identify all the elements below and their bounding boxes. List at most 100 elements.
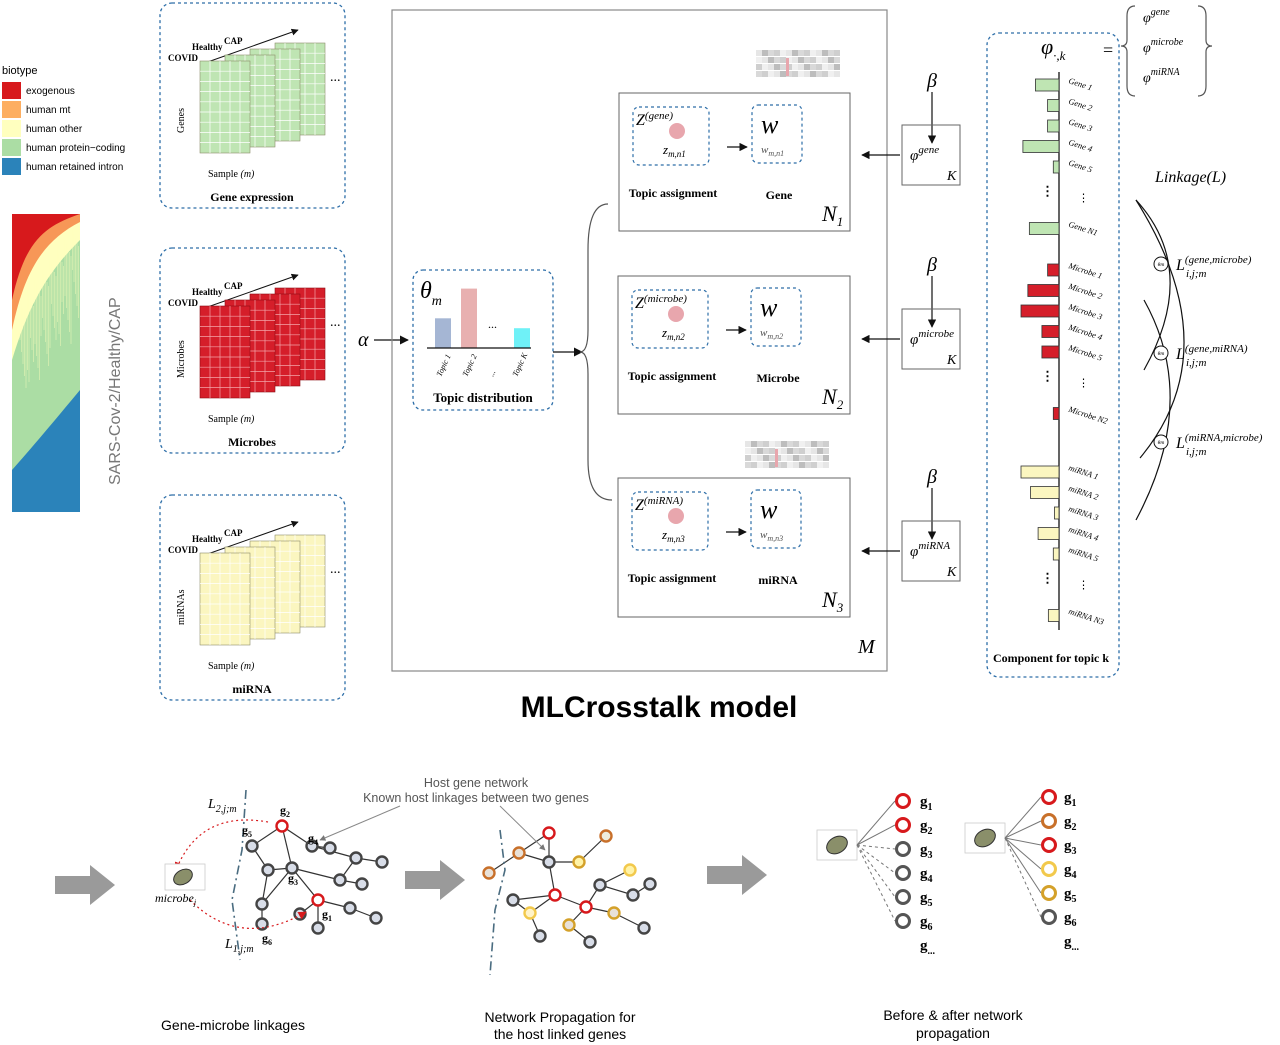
gene-label: g... — [1064, 934, 1080, 953]
network-node — [323, 841, 337, 855]
network-node — [305, 839, 319, 853]
phi-symbol: φmicrobe — [910, 328, 954, 348]
w-symbol: w — [761, 110, 779, 139]
beta-symbol: β — [926, 254, 937, 276]
component-bar-label: Gene N1 — [1067, 219, 1099, 238]
gene-label: g... — [920, 938, 936, 957]
topic-bar — [514, 328, 530, 348]
input-ellipsis: ... — [330, 315, 341, 330]
component-bar — [1052, 160, 1060, 174]
word-label: Microbe — [756, 371, 800, 385]
node-label: g1 — [322, 907, 332, 923]
linkage-title: Linkage(L) — [1154, 169, 1226, 186]
network-node — [643, 877, 657, 891]
gene-label: g2 — [1064, 814, 1077, 833]
component-bar-label: miRNA 1 — [1067, 462, 1099, 481]
caption-step2-line1: Network Propagation for — [485, 1009, 636, 1025]
gene-node — [895, 817, 911, 833]
step-arrow — [55, 865, 115, 905]
plate-N-label: N3 — [821, 587, 844, 615]
theta-circle — [1153, 256, 1169, 272]
z-node — [668, 508, 684, 524]
caption-step3-line1: Before & after network — [883, 1007, 1023, 1023]
input-ellipsis: ... — [330, 562, 341, 577]
K-label: K — [946, 169, 957, 184]
gene-label: g3 — [920, 842, 933, 861]
component-bar-label: Microbe 2 — [1066, 281, 1104, 302]
theta-circle-label: θm — [1158, 440, 1165, 446]
microbe-icon — [826, 835, 848, 855]
L1-label: L1,j;m — [224, 937, 254, 955]
network-node — [349, 851, 363, 865]
component-bar-label: Microbe 4 — [1066, 322, 1104, 343]
gene-list-after: g1g2g3g4g5g6g... — [964, 789, 1080, 953]
component-bar — [1052, 547, 1060, 561]
plate-N-label: N1 — [821, 201, 843, 229]
linkage-arc-1 — [1135, 199, 1171, 371]
topic-dots: ... — [488, 317, 497, 331]
group-label-covid: COVID — [168, 53, 199, 63]
component-bar — [1020, 465, 1060, 479]
topic-tick-label: ... — [487, 369, 498, 378]
gene-node — [1041, 861, 1057, 877]
legend-swatch — [2, 139, 21, 156]
input-title: Gene expression — [210, 190, 294, 204]
callout-pointer-1 — [319, 805, 401, 841]
topic-assignment-label: Topic assignment — [628, 369, 717, 383]
w-symbol: w — [760, 495, 778, 524]
network-step2 — [482, 826, 657, 976]
component-bar — [1054, 506, 1060, 520]
plate-N-label: N2 — [821, 384, 844, 412]
word-label: Gene — [766, 188, 793, 202]
linkage-item: L(miRNA,microbe)i,j;m — [1175, 432, 1263, 458]
component-bar-label: Microbe N2 — [1066, 404, 1109, 427]
group-label-cap: CAP — [224, 36, 243, 46]
word-label: miRNA — [758, 573, 798, 587]
gene-node — [895, 793, 911, 809]
gene-label: g5 — [1064, 886, 1077, 905]
component-bar — [1047, 119, 1060, 133]
input-title: miRNA — [232, 682, 272, 696]
topic-assignment-label: Topic assignment — [628, 571, 717, 585]
gene-node — [1041, 909, 1057, 925]
network-node — [562, 918, 576, 932]
caption-step3-line2: propagation — [916, 1025, 990, 1041]
network-node — [579, 900, 593, 914]
component-dots: ⋮ — [1041, 571, 1054, 586]
z-node — [668, 306, 684, 322]
legend-label: human retained intron — [26, 162, 123, 173]
caption-step1: Gene-microbe linkages — [161, 1017, 305, 1033]
component-dots: ⋮ — [1078, 193, 1089, 205]
network-node — [255, 917, 269, 931]
gene-label: g3 — [1064, 838, 1077, 857]
stack-intron-layer — [12, 390, 80, 512]
microbe-icon — [974, 828, 996, 848]
component-set-item: φgene — [1143, 7, 1170, 26]
heatmap-strip-bottom — [745, 441, 829, 468]
group-label-covid: COVID — [168, 298, 199, 308]
network-node — [523, 906, 537, 920]
component-bar-label: miRNA 2 — [1067, 483, 1100, 502]
component-dots: ⋮ — [1041, 184, 1054, 199]
node-label: g5 — [242, 823, 252, 839]
component-bar-label: miRNA N3 — [1067, 606, 1105, 627]
brace — [579, 203, 613, 501]
gene-list-before: g1g2g3g4g5g6g... — [816, 793, 936, 957]
component-bar — [1027, 284, 1060, 297]
linkage-arc-2 — [1135, 199, 1185, 459]
K-label: K — [946, 565, 957, 580]
component-bar-label: Gene 3 — [1067, 116, 1093, 133]
input-ylabel: miRNAs — [176, 589, 187, 625]
group-label-cap: CAP — [224, 281, 243, 291]
network-node — [285, 861, 299, 875]
component-bar — [1035, 78, 1060, 92]
gene-node — [895, 841, 911, 857]
gene-label: g1 — [920, 794, 933, 813]
component-bar — [1028, 222, 1060, 235]
